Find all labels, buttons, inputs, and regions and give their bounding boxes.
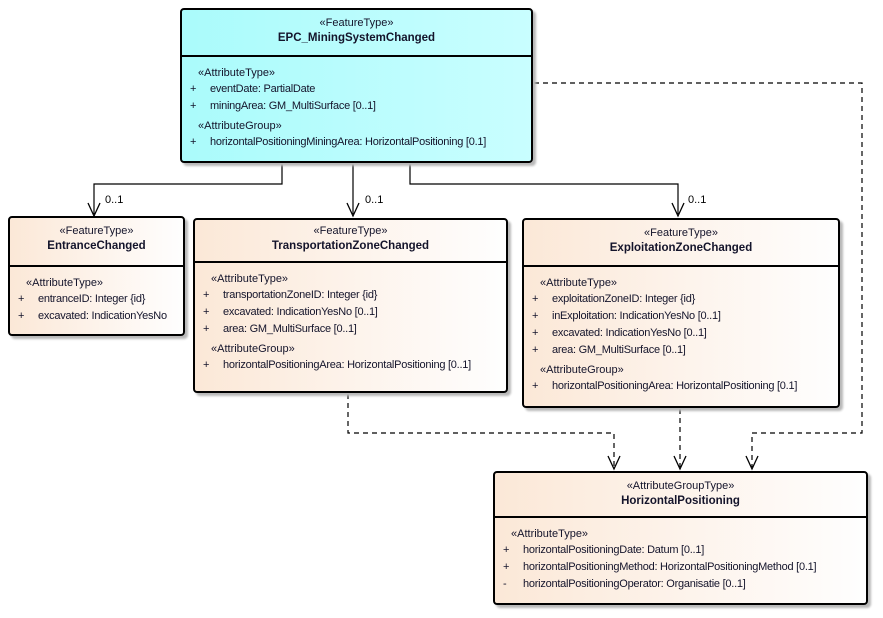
class-horizontal-positioning[interactable]: «AttributeGroupType» HorizontalPositioni… <box>493 471 868 605</box>
visibility-symbol: + <box>190 136 197 148</box>
dep-transportation-positioning[interactable] <box>347 394 615 467</box>
visibility-symbol: + <box>18 293 25 305</box>
attribute-text: excavated: IndicationYesNo [0..1] <box>223 306 378 318</box>
group-stereotype: «AttributeType» <box>511 528 589 540</box>
class-header: «FeatureType» EPC_MiningSystemChanged <box>182 10 531 57</box>
class-stereotype: «FeatureType» <box>313 225 388 237</box>
class-name: EntranceChanged <box>47 240 146 252</box>
visibility-symbol: + <box>532 327 539 339</box>
attribute-text: inExploitation: IndicationYesNo [0..1] <box>552 310 721 322</box>
group-stereotype: «AttributeGroup» <box>540 364 624 376</box>
attribute-text: horizontalPositioningMiningArea: Horizon… <box>210 136 487 148</box>
attribute-text: exploitationZoneID: Integer {id} <box>552 293 696 305</box>
multiplicity-label-entrance[interactable]: 0..1 <box>105 194 124 206</box>
attribute-text: horizontalPositioningArea: HorizontalPos… <box>223 359 471 371</box>
visibility-symbol: + <box>203 306 210 318</box>
attribute-row: + excavated: IndicationYesNo <box>13 308 180 325</box>
attribute-row: + area: GM_MultiSurface [0..1] <box>527 342 835 359</box>
attribute-text: entranceID: Integer {id} <box>38 293 146 305</box>
class-name: ExploitationZoneChanged <box>609 242 753 254</box>
dep-mining-positioning[interactable] <box>534 82 863 467</box>
attribute-row: + exploitationZoneID: Integer {id} <box>527 291 835 308</box>
group-stereotype: «AttributeType» <box>211 273 289 285</box>
attribute-text: horizontalPositioningOperator: Organisat… <box>523 578 746 590</box>
group-stereotype: «AttributeType» <box>198 67 276 79</box>
class-attributes: «AttributeType» + exploitationZoneID: In… <box>524 267 838 395</box>
attribute-text: horizontalPositioningDate: Datum [0..1] <box>523 544 705 556</box>
visibility-symbol: + <box>503 561 510 573</box>
arrowhead-transportation <box>346 202 360 218</box>
class-entrance-changed[interactable]: «FeatureType» EntranceChanged «Attribute… <box>8 216 185 336</box>
group-stereotype: «AttributeType» <box>26 277 104 289</box>
class-stereotype: «FeatureType» <box>59 225 134 237</box>
visibility-symbol: + <box>203 359 210 371</box>
visibility-symbol: + <box>190 83 197 95</box>
attribute-row: + area: GM_MultiSurface [0..1] <box>198 321 503 338</box>
attribute-row: + miningArea: GM_MultiSurface [0..1] <box>185 98 528 115</box>
attribute-row: + horizontalPositioningDate: Datum [0..1… <box>498 542 863 559</box>
assoc-mining-exploitation[interactable] <box>409 163 679 214</box>
attribute-text: miningArea: GM_MultiSurface [0..1] <box>210 100 376 112</box>
multiplicity-label-exploitation[interactable]: 0..1 <box>688 194 707 206</box>
attribute-text: area: GM_MultiSurface [0..1] <box>552 344 686 356</box>
group-stereotype: «AttributeGroup» <box>198 120 282 132</box>
visibility-symbol: - <box>503 578 507 590</box>
group-stereotype: «AttributeType» <box>540 277 618 289</box>
class-stereotype: «FeatureType» <box>644 227 718 239</box>
class-stereotype: «FeatureType» <box>319 17 394 29</box>
class-header: «AttributeGroupType» HorizontalPositioni… <box>495 473 866 518</box>
attribute-text: excavated: IndicationYesNo [0..1] <box>552 327 707 339</box>
attribute-row: + inExploitation: IndicationYesNo [0..1] <box>527 308 835 325</box>
group-stereotype: «AttributeGroup» <box>211 343 295 355</box>
attribute-text: excavated: IndicationYesNo <box>38 310 167 322</box>
visibility-symbol: + <box>532 344 539 356</box>
class-transportation-zone-changed[interactable]: «FeatureType» TransportationZoneChanged … <box>193 218 508 393</box>
attribute-row: + excavated: IndicationYesNo [0..1] <box>527 325 835 342</box>
attribute-row: - horizontalPositioningOperator: Organis… <box>498 576 863 593</box>
class-name: HorizontalPositioning <box>621 495 740 507</box>
class-name: EPC_MiningSystemChanged <box>277 32 436 44</box>
visibility-symbol: + <box>503 544 510 556</box>
arrowhead-dep-mining <box>745 455 759 471</box>
attribute-row: + horizontalPositioningMiningArea: Horiz… <box>185 134 528 151</box>
arrowhead-dep-exploitation <box>673 455 687 471</box>
attribute-text: horizontalPositioningMethod: HorizontalP… <box>523 561 817 573</box>
attribute-row: + transportationZoneID: Integer {id} <box>198 287 503 304</box>
visibility-symbol: + <box>203 289 210 301</box>
visibility-symbol: + <box>203 323 210 335</box>
visibility-symbol: + <box>532 293 539 305</box>
attribute-row: + horizontalPositioningArea: HorizontalP… <box>527 378 835 395</box>
attribute-row: + horizontalPositioningMethod: Horizonta… <box>498 559 863 576</box>
class-exploitation-zone-changed[interactable]: «FeatureType» ExploitationZoneChanged «A… <box>522 218 840 408</box>
attribute-row: + entranceID: Integer {id} <box>13 291 180 308</box>
class-name: TransportationZoneChanged <box>271 240 430 252</box>
class-header: «FeatureType» ExploitationZoneChanged <box>524 220 838 267</box>
class-attributes: «AttributeType» + eventDate: PartialDate… <box>182 57 531 151</box>
class-attributes: «AttributeType» + transportationZoneID: … <box>195 263 506 374</box>
class-epc-mining-system-changed[interactable]: «FeatureType» EPC_MiningSystemChanged «A… <box>180 8 533 163</box>
class-header: «FeatureType» TransportationZoneChanged <box>195 220 506 263</box>
visibility-symbol: + <box>532 380 539 392</box>
attribute-row: + eventDate: PartialDate <box>185 81 528 98</box>
attribute-text: horizontalPositioningArea: HorizontalPos… <box>552 380 798 392</box>
attribute-row: + horizontalPositioningArea: HorizontalP… <box>198 357 503 374</box>
multiplicity-label-transportation[interactable]: 0..1 <box>365 194 384 206</box>
arrowhead-dep-transportation <box>607 455 621 471</box>
visibility-symbol: + <box>18 310 25 322</box>
attribute-row: + excavated: IndicationYesNo [0..1] <box>198 304 503 321</box>
visibility-symbol: + <box>190 100 197 112</box>
class-stereotype: «AttributeGroupType» <box>626 480 735 492</box>
assoc-mining-entrance[interactable] <box>93 163 283 214</box>
visibility-symbol: + <box>532 310 539 322</box>
attribute-text: transportationZoneID: Integer {id} <box>223 289 378 301</box>
attribute-text: eventDate: PartialDate <box>210 83 316 95</box>
attribute-text: area: GM_MultiSurface [0..1] <box>223 323 357 335</box>
class-attributes: «AttributeType» + horizontalPositioningD… <box>495 518 866 593</box>
arrowhead-exploitation <box>671 202 685 218</box>
class-attributes: «AttributeType» + entranceID: Integer {i… <box>10 267 183 325</box>
class-header: «FeatureType» EntranceChanged <box>10 218 183 267</box>
